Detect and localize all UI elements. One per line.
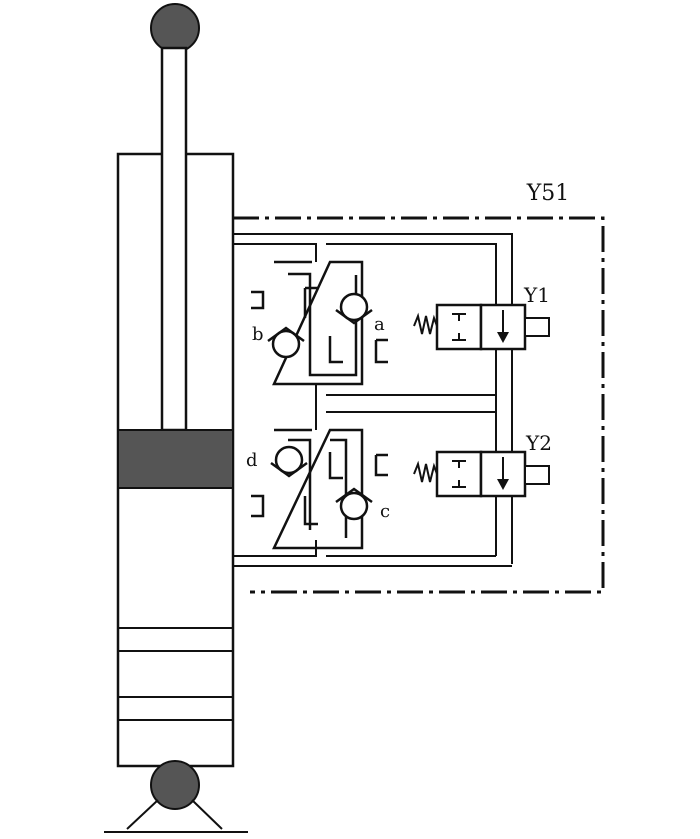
solenoid-valve-y1: Y1 (413, 283, 550, 351)
label-y1: Y1 (523, 283, 550, 307)
solenoid-coil (524, 465, 550, 485)
check-valve-d (270, 445, 308, 478)
ground-support (104, 799, 248, 833)
check-valve-c (335, 487, 373, 521)
upper-check-valve-group: a b (251, 260, 388, 386)
spring-icon (413, 312, 438, 335)
check-valve-a (335, 292, 373, 325)
flow-arrow-icon (497, 332, 509, 343)
solenoid-valve-y2: Y2 (413, 431, 552, 498)
label-d: d (246, 450, 258, 471)
check-valve-b (267, 326, 305, 359)
label-y2: Y2 (525, 431, 552, 455)
hydraulic-lines (233, 233, 513, 567)
spring-icon (413, 460, 438, 483)
label-b: b (252, 324, 264, 345)
label-c: c (380, 501, 390, 522)
solenoid-coil (524, 317, 550, 337)
top-mount-joint (150, 3, 200, 53)
block-label: Y51 (526, 181, 570, 206)
control-block-boundary (233, 216, 605, 594)
label-a: a (374, 314, 385, 335)
piston-head (117, 429, 234, 489)
bottom-mount-joint (150, 760, 200, 810)
piston-rod (160, 46, 188, 432)
flow-arrow-icon (497, 479, 509, 490)
lower-check-valve-group: d c (246, 428, 390, 550)
hydraulic-cylinder (104, 3, 248, 833)
